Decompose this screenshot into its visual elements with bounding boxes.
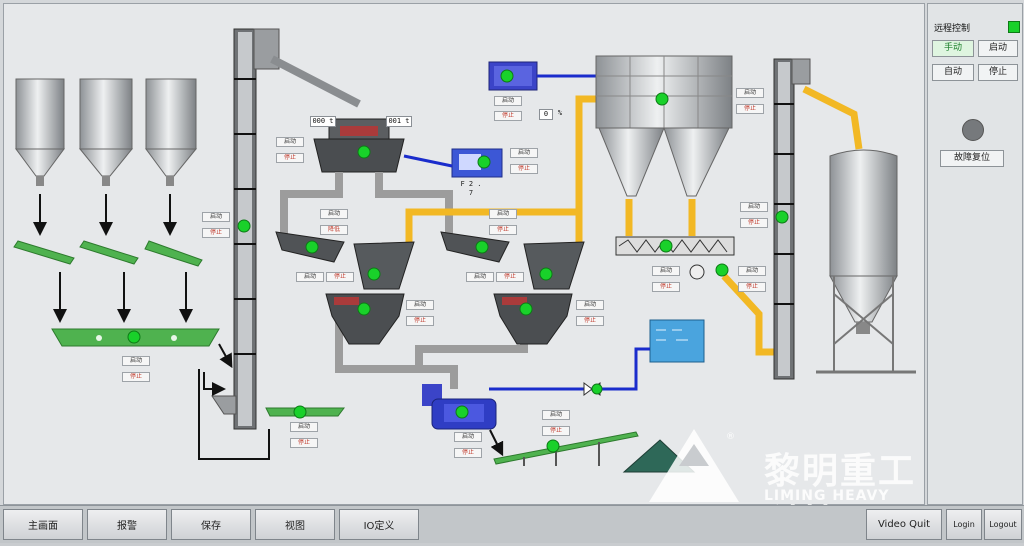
panel-title: 远程控制 <box>934 24 971 34</box>
water-tank <box>649 319 705 363</box>
bag-filter <box>595 55 733 197</box>
main-screen-button[interactable]: 主画面 <box>3 509 83 540</box>
setpoint-unit: % <box>557 109 563 117</box>
crusher-start-button[interactable]: 启动 <box>276 137 304 147</box>
screen-right-start-button[interactable]: 启动 <box>489 209 517 219</box>
screw-stop-button[interactable]: 停止 <box>652 282 680 292</box>
process-diagram: 000 t 001 t 0 % F 2 . 7 启动 停止 启动 停止 启动 停… <box>3 3 925 544</box>
cabinet-stop-button[interactable]: 停止 <box>510 164 538 174</box>
liming-logo <box>649 429 739 502</box>
screw-start-button[interactable]: 启动 <box>652 266 680 276</box>
filter-stop-button[interactable]: 停止 <box>736 104 764 114</box>
rotary-valve <box>689 264 705 280</box>
control-cabinet <box>451 148 503 178</box>
screen-left-halt-button[interactable]: 停止 <box>326 272 354 282</box>
save-button[interactable]: 保存 <box>171 509 251 540</box>
video-quit-button[interactable]: Video Quit <box>866 509 942 540</box>
crusher-stop-button[interactable]: 停止 <box>276 153 304 163</box>
remote-status-indicator <box>1008 21 1020 33</box>
crusher-left-readout: 000 t <box>310 116 336 127</box>
process-flow-svg <box>13 28 916 502</box>
recycler-stop-button[interactable]: 停止 <box>454 448 482 458</box>
control-panel: 远程控制 手动 启动 自动 停止 故障复位 <box>927 3 1023 505</box>
product-belt-start-button[interactable]: 启动 <box>542 410 570 420</box>
product-silo <box>816 149 916 374</box>
login-button[interactable]: Login <box>946 509 982 540</box>
manual-button[interactable]: 手动 <box>932 40 974 57</box>
transfer-start-button[interactable]: 启动 <box>290 422 318 432</box>
elevator-right-start-button[interactable]: 启动 <box>740 202 768 212</box>
status-indicators <box>127 69 789 453</box>
silo-discharge-arrows <box>33 194 193 323</box>
footer-bar: 主画面 报警 保存 视图 IO定义 Video Quit Login Logou… <box>0 505 1024 543</box>
valve-start-button[interactable]: 启动 <box>738 266 766 276</box>
water-pipe <box>489 347 650 391</box>
cabinet-start-button[interactable]: 启动 <box>510 148 538 158</box>
logout-button[interactable]: Logout <box>984 509 1022 540</box>
start-button[interactable]: 启动 <box>978 40 1018 57</box>
screen-right-halt-button[interactable]: 停止 <box>496 272 524 282</box>
fault-indicator <box>962 119 984 141</box>
screen-right-run-button[interactable]: 启动 <box>466 272 494 282</box>
setpoint-readout[interactable]: 0 <box>539 109 553 120</box>
feeders <box>13 240 203 267</box>
elevator-left-start-button[interactable]: 启动 <box>202 212 230 222</box>
vibrating-screen-right <box>440 231 585 290</box>
screw-conveyor <box>615 236 735 256</box>
registered-mark: ® <box>726 432 735 442</box>
product-belt <box>493 431 639 466</box>
screen-left-start-button[interactable]: 启动 <box>320 209 348 219</box>
alarm-button[interactable]: 报警 <box>87 509 167 540</box>
valve-stop-button[interactable]: 停止 <box>738 282 766 292</box>
raw-silo-3 <box>145 78 198 186</box>
elevator-left-stop-button[interactable]: 停止 <box>202 228 230 238</box>
auto-button[interactable]: 自动 <box>932 64 974 81</box>
screen-right-stop-button[interactable]: 停止 <box>489 225 517 235</box>
recycler-start-button[interactable]: 启动 <box>454 432 482 442</box>
screen-left-run-button[interactable]: 启动 <box>296 272 324 282</box>
fault-reset-button[interactable]: 故障复位 <box>940 150 1004 167</box>
fan-start-button[interactable]: 启动 <box>494 96 522 106</box>
washer-left-start-button[interactable]: 启动 <box>406 300 434 310</box>
belt-stop-button[interactable]: 停止 <box>122 372 150 382</box>
elevator-right-stop-button[interactable]: 停止 <box>740 218 768 228</box>
io-definition-button[interactable]: IO定义 <box>339 509 419 540</box>
transfer-stop-button[interactable]: 停止 <box>290 438 318 448</box>
raw-silo-1 <box>15 78 65 186</box>
belt-start-button[interactable]: 启动 <box>122 356 150 366</box>
inverter-readout: F 2 . 7 <box>460 180 482 197</box>
washer-right-stop-button[interactable]: 停止 <box>576 316 604 326</box>
sand-washer-right <box>493 293 573 345</box>
crusher-right-readout: 001 t <box>386 116 412 127</box>
filter-start-button[interactable]: 启动 <box>736 88 764 98</box>
washer-left-stop-button[interactable]: 停止 <box>406 316 434 326</box>
dust-chutes <box>405 85 863 356</box>
screen-left-down-button[interactable]: 降低 <box>320 225 348 235</box>
stop-button[interactable]: 停止 <box>978 64 1018 81</box>
washer-right-start-button[interactable]: 启动 <box>576 300 604 310</box>
product-belt-stop-button[interactable]: 停止 <box>542 426 570 436</box>
fan-stop-button[interactable]: 停止 <box>494 111 522 121</box>
view-button[interactable]: 视图 <box>255 509 335 540</box>
raw-silo-2 <box>78 78 134 186</box>
sand-washer-left <box>325 293 405 345</box>
